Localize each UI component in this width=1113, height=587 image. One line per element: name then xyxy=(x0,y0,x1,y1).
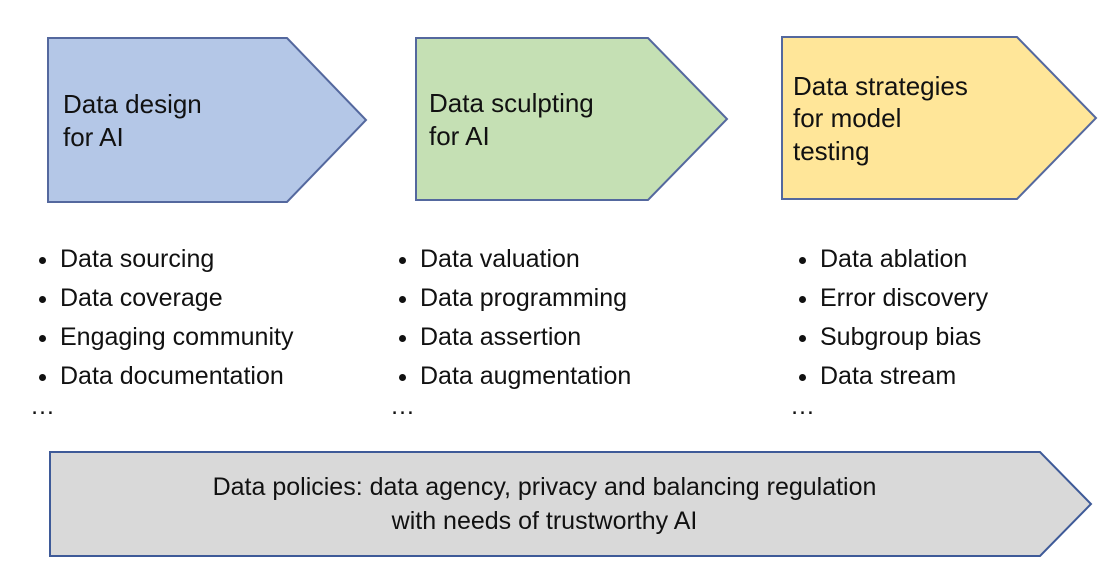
stage-arrow-data-sculpting: Data sculpting for AI xyxy=(415,37,729,202)
right-arrow-banner-icon xyxy=(49,451,1093,557)
stage-label-data-sculpting: Data sculpting for AI xyxy=(429,88,594,151)
data-policies-banner: Data policies: data agency, privacy and … xyxy=(49,451,1093,558)
list-item: Data coverage xyxy=(60,279,400,318)
list-item: Data assertion xyxy=(420,318,760,357)
bullet-list-data-design: Data sourcing Data coverage Engaging com… xyxy=(36,240,400,396)
arrow-polygon xyxy=(47,37,368,203)
stage-label-data-design: Data design for AI xyxy=(63,89,202,152)
ellipsis-more-col1: … xyxy=(30,392,59,420)
arrow-polygon xyxy=(415,37,729,201)
bullet-list-data-strategies: Data ablation Error discovery Subgroup b… xyxy=(796,240,1113,396)
right-arrow-shape-icon xyxy=(781,36,1098,200)
list-item: Data augmentation xyxy=(420,357,760,396)
arrow-polygon xyxy=(781,36,1098,200)
stage-arrow-data-design: Data design for AI xyxy=(47,37,368,204)
list-item: Data sourcing xyxy=(60,240,400,279)
banner-polygon xyxy=(49,451,1093,557)
ellipsis-more-col2: … xyxy=(390,392,419,420)
stage-label-data-strategies: Data strategies for model testing xyxy=(793,71,968,166)
list-item: Error discovery xyxy=(820,279,1113,318)
list-item: Engaging community xyxy=(60,318,400,357)
right-arrow-shape-icon xyxy=(415,37,729,201)
list-item: Data ablation xyxy=(820,240,1113,279)
list-item: Data valuation xyxy=(420,240,760,279)
list-item: Data documentation xyxy=(60,357,400,396)
bullet-list-data-sculpting: Data valuation Data programming Data ass… xyxy=(396,240,760,396)
banner-label: Data policies: data agency, privacy and … xyxy=(212,472,877,536)
list-item: Data programming xyxy=(420,279,760,318)
list-item: Data stream xyxy=(820,357,1113,396)
stage-arrow-data-strategies: Data strategies for model testing xyxy=(781,36,1098,201)
list-item: Subgroup bias xyxy=(820,318,1113,357)
ellipsis-more-col3: … xyxy=(790,392,819,420)
right-arrow-shape-icon xyxy=(47,37,368,203)
